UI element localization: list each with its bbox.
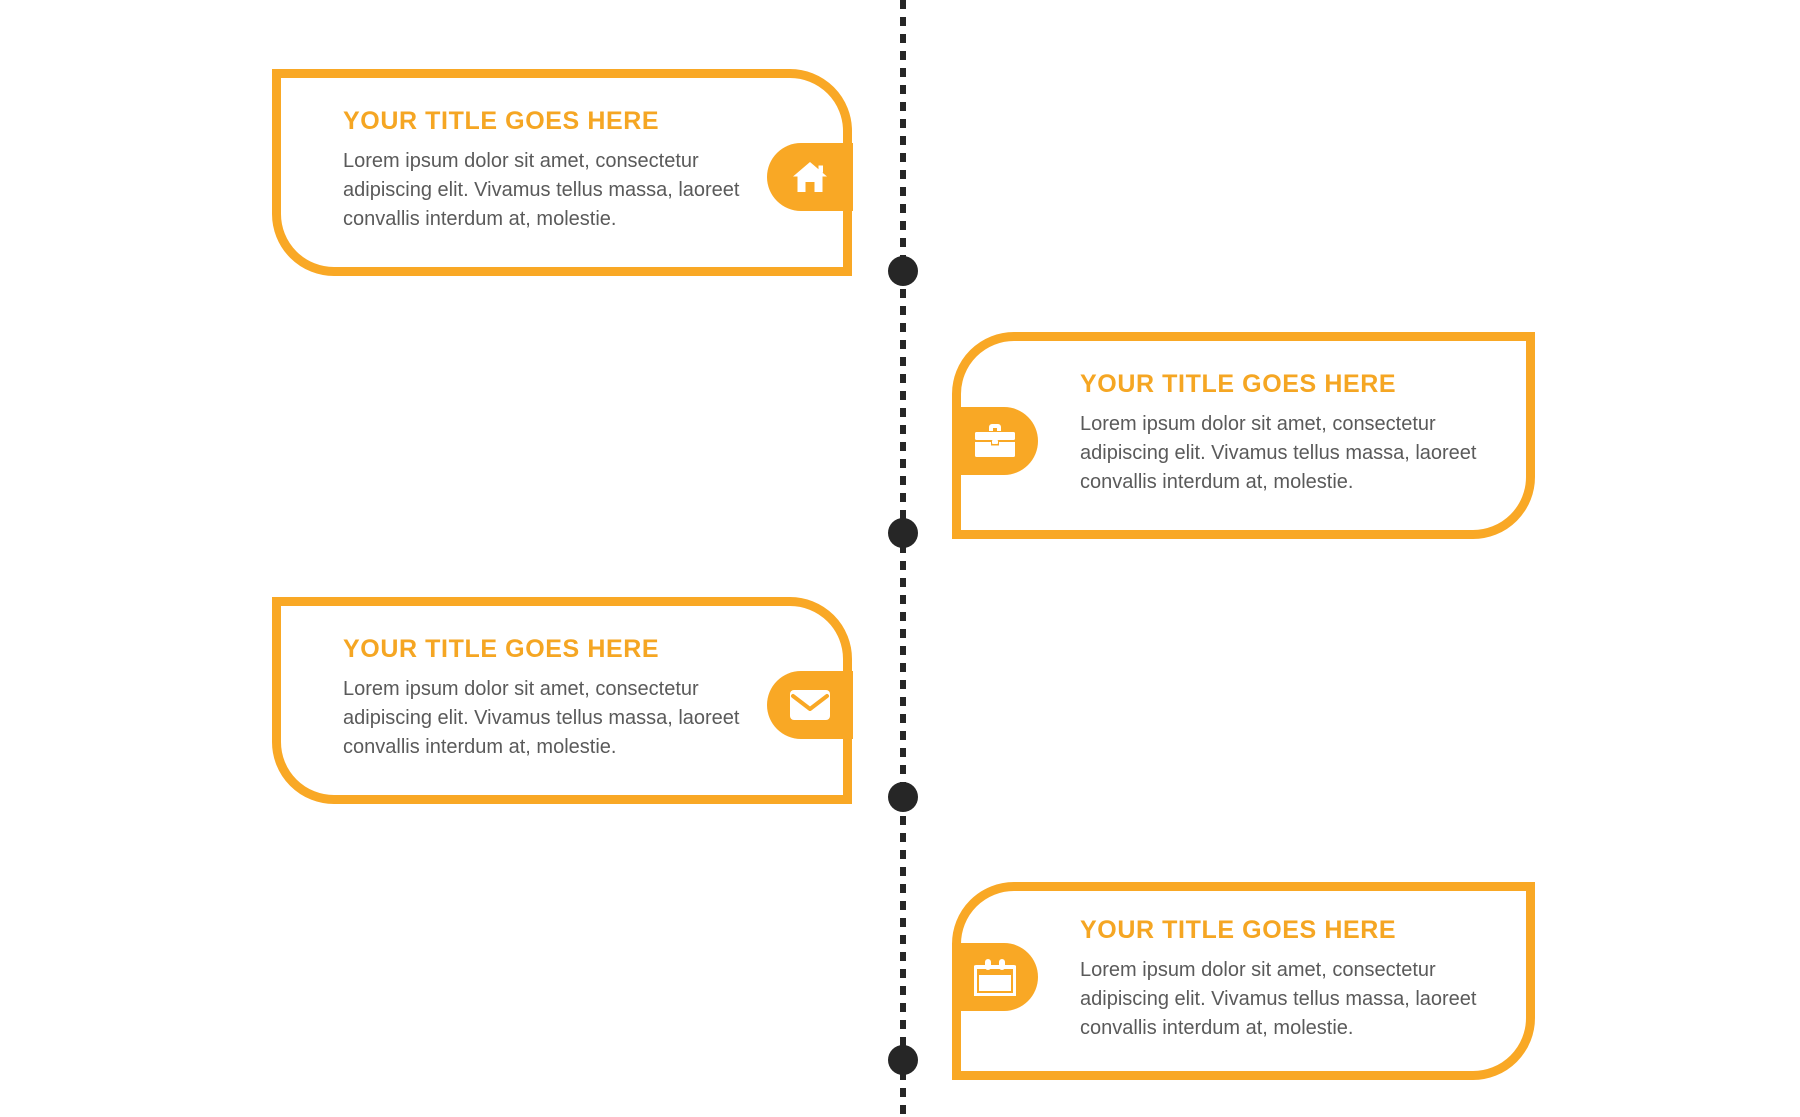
card-1-body: Lorem ipsum dolor sit amet, consectetur … <box>343 149 740 230</box>
card-3-text-block: YOUR TITLE GOES HERE Lorem ipsum dolor s… <box>343 635 743 762</box>
calendar-icon[interactable] <box>952 943 1038 1011</box>
card-2-text-block: YOUR TITLE GOES HERE Lorem ipsum dolor s… <box>1080 370 1480 497</box>
card-4-body: Lorem ipsum dolor sit amet, consectetur … <box>1080 958 1477 1039</box>
timeline-dot-2 <box>888 518 918 548</box>
timeline-dot-1 <box>888 256 918 286</box>
timeline-dashed-line <box>900 0 906 1117</box>
timeline-card-1[interactable]: YOUR TITLE GOES HERE Lorem ipsum dolor s… <box>272 69 852 276</box>
briefcase-icon[interactable] <box>952 407 1038 475</box>
card-3-body: Lorem ipsum dolor sit amet, consectetur … <box>343 677 740 758</box>
timeline-card-2[interactable]: YOUR TITLE GOES HERE Lorem ipsum dolor s… <box>952 332 1535 539</box>
card-2-title: YOUR TITLE GOES HERE <box>1080 370 1397 398</box>
timeline-dot-4 <box>888 1045 918 1075</box>
card-2-body: Lorem ipsum dolor sit amet, consectetur … <box>1080 412 1477 493</box>
envelope-icon[interactable] <box>767 671 853 739</box>
card-4-title: YOUR TITLE GOES HERE <box>1080 916 1397 944</box>
card-1-title: YOUR TITLE GOES HERE <box>343 107 660 135</box>
home-icon[interactable] <box>767 143 853 211</box>
card-4-text-block: YOUR TITLE GOES HERE Lorem ipsum dolor s… <box>1080 916 1480 1043</box>
timeline-card-4[interactable]: YOUR TITLE GOES HERE Lorem ipsum dolor s… <box>952 882 1535 1080</box>
card-1-text-block: YOUR TITLE GOES HERE Lorem ipsum dolor s… <box>343 107 743 234</box>
timeline-dot-3 <box>888 782 918 812</box>
card-3-title: YOUR TITLE GOES HERE <box>343 635 660 663</box>
timeline-card-3[interactable]: YOUR TITLE GOES HERE Lorem ipsum dolor s… <box>272 597 852 804</box>
